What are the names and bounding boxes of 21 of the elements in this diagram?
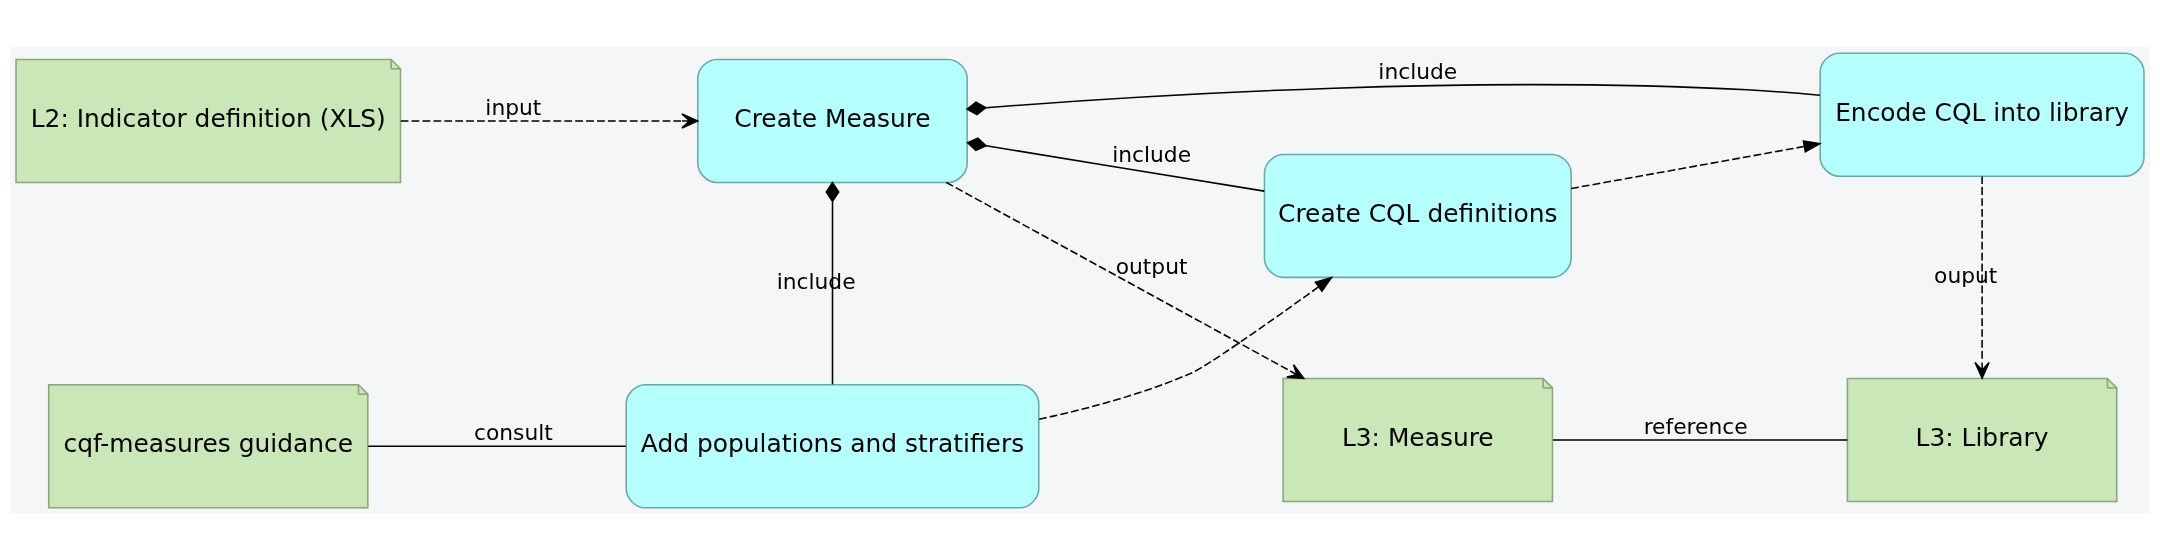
- arrow: [1570, 139, 1823, 189]
- connector: [825, 180, 840, 385]
- edge-label: ouput: [1934, 262, 1998, 288]
- connector: [367, 445, 627, 447]
- node-box: Create Measure: [697, 58, 968, 183]
- edge-label: reference: [1643, 413, 1748, 439]
- connector: [1552, 438, 1849, 441]
- arrow: [945, 181, 1305, 379]
- edge-label: consult: [473, 419, 553, 445]
- edge-label: input: [485, 94, 542, 120]
- edge-label: output: [1115, 253, 1188, 279]
- edge-label: include: [1378, 58, 1458, 84]
- arrow: [1038, 275, 1334, 420]
- node-box: Create CQL definitions: [1263, 153, 1572, 278]
- arrow: [1974, 175, 1990, 379]
- node-box: Add populations and stratifiers: [625, 383, 1040, 509]
- arrow: [400, 112, 699, 129]
- node-box: Encode CQL into library: [1819, 51, 2145, 177]
- connector: [965, 83, 1821, 116]
- edge-label: include: [1112, 141, 1192, 167]
- connector: [966, 136, 1266, 192]
